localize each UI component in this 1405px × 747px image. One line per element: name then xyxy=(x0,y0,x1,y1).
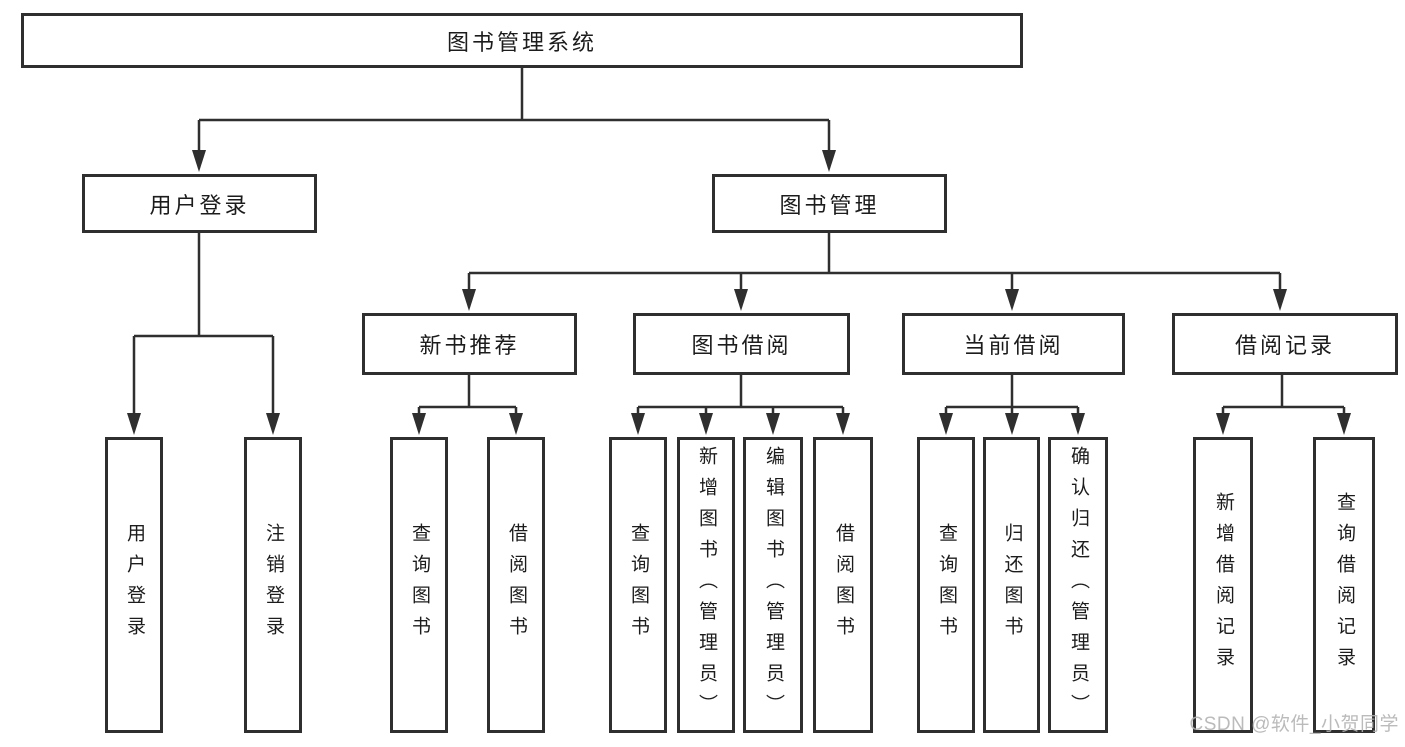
node-book-management: 图书管理 xyxy=(712,174,947,233)
leaf-query-books-borrow: 查询图书 xyxy=(609,437,667,733)
node-borrow-records: 借阅记录 xyxy=(1172,313,1398,375)
leaf-query-books-current-label: 查询图书 xyxy=(935,523,957,647)
leaf-borrow-books-2: 借阅图书 xyxy=(813,437,873,733)
leaf-add-borrow-record: 新增借阅记录 xyxy=(1193,437,1253,733)
leaf-borrow-books-2-label: 借阅图书 xyxy=(832,523,854,647)
leaf-query-borrow-record-label: 查询借阅记录 xyxy=(1333,492,1355,678)
leaf-edit-book-admin-label: 编辑图书（管理员） xyxy=(762,445,784,725)
leaf-borrow-books-recommend-label: 借阅图书 xyxy=(505,523,527,647)
connector-arrowheads xyxy=(127,150,1351,435)
node-new-book-recommend: 新书推荐 xyxy=(362,313,577,375)
node-current-borrow: 当前借阅 xyxy=(902,313,1125,375)
leaf-borrow-books-recommend: 借阅图书 xyxy=(487,437,545,733)
node-book-borrow: 图书借阅 xyxy=(633,313,850,375)
leaf-logout-label: 注销登录 xyxy=(262,523,284,647)
leaf-query-books-recommend: 查询图书 xyxy=(390,437,448,733)
connector-lines xyxy=(132,68,1346,417)
leaf-return-book: 归还图书 xyxy=(983,437,1040,733)
leaf-edit-book-admin: 编辑图书（管理员） xyxy=(743,437,803,733)
leaf-add-book-admin-label: 新增图书（管理员） xyxy=(695,445,717,725)
csdn-watermark: CSDN @软件_小贺同学 xyxy=(1189,714,1399,735)
leaf-confirm-return-admin-label: 确认归还（管理员） xyxy=(1067,445,1089,725)
node-root-system: 图书管理系统 xyxy=(21,13,1023,68)
leaf-confirm-return-admin: 确认归还（管理员） xyxy=(1048,437,1108,733)
node-user-login: 用户登录 xyxy=(82,174,317,233)
leaf-user-login-label: 用户登录 xyxy=(123,523,145,647)
leaf-add-borrow-record-label: 新增借阅记录 xyxy=(1212,492,1234,678)
leaf-user-login: 用户登录 xyxy=(105,437,163,733)
leaf-query-books-recommend-label: 查询图书 xyxy=(408,523,430,647)
leaf-return-book-label: 归还图书 xyxy=(1001,523,1023,647)
leaf-query-borrow-record: 查询借阅记录 xyxy=(1313,437,1375,733)
leaf-query-books-borrow-label: 查询图书 xyxy=(627,523,649,647)
leaf-logout: 注销登录 xyxy=(244,437,302,733)
leaf-query-books-current: 查询图书 xyxy=(917,437,975,733)
leaf-add-book-admin: 新增图书（管理员） xyxy=(677,437,735,733)
